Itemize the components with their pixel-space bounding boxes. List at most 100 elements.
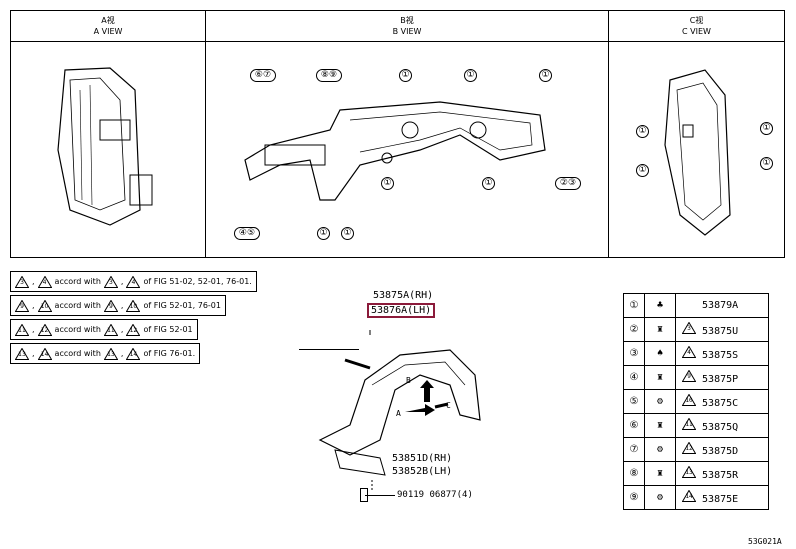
divider <box>608 10 609 258</box>
item-number: ⑥ <box>623 413 645 438</box>
screw-clip-icon: ♜ <box>644 413 676 438</box>
part-number: 53875P <box>702 374 739 385</box>
callout-6-7: ⑥⑦ <box>250 69 276 82</box>
warning-triangle-icon: 12 <box>37 323 52 336</box>
item-number: ④ <box>623 365 645 390</box>
callout-1: ① <box>317 227 330 240</box>
b-view-drawing <box>244 101 546 201</box>
warning-triangle-icon: 3 <box>15 275 29 288</box>
part-number-cell: 12 53875D <box>675 437 769 462</box>
triangle-number: 10 <box>129 302 138 310</box>
triangle-number: 11 <box>18 326 26 334</box>
warning-triangle-icon: 9 <box>15 299 29 312</box>
a-view-drawing <box>57 67 153 226</box>
part-number: 53875R <box>702 470 739 481</box>
warning-triangle-icon: 11 <box>15 323 29 336</box>
leader-line <box>299 349 359 350</box>
item-number: ① <box>623 293 645 318</box>
arrow-a-label: A <box>396 409 401 418</box>
legend-ref: of FIG 52-01, 76-01 <box>143 301 221 310</box>
callout-1: ① <box>636 164 649 177</box>
warning-triangle-icon: 10 <box>682 394 696 406</box>
triangle-number: 9 <box>108 302 113 310</box>
callout-1: ① <box>464 69 477 82</box>
legend-text: accord with <box>54 301 101 310</box>
item-number: ⑦ <box>623 437 645 462</box>
warning-triangle-icon: 14 <box>126 347 141 360</box>
warning-triangle-icon: 10 <box>126 299 141 312</box>
part-number-cell: 14 53875E <box>675 485 769 510</box>
bolt-label: 90119 06877(4) <box>397 490 473 500</box>
warning-triangle-icon: 9 <box>103 299 118 312</box>
item-number: ③ <box>623 341 645 366</box>
item-number: ② <box>623 317 645 342</box>
item-number: ⑧ <box>623 461 645 486</box>
item-number: ⑨ <box>623 485 645 510</box>
liner-lh-label-highlighted[interactable]: 53876A(LH) <box>367 303 436 318</box>
triangle-number: 10 <box>40 302 49 310</box>
triangle-number: 11 <box>107 326 115 334</box>
warning-triangle-icon: 9 <box>682 370 696 382</box>
legend-ref: of FIG 51-02, 52-01, 76-01. <box>143 277 252 286</box>
triangle-number: 13 <box>18 350 26 358</box>
callout-1: ① <box>482 177 495 190</box>
legend-ref: of FIG 52-01 <box>143 325 193 334</box>
screw-clip-icon: ♜ <box>644 461 676 486</box>
triangle-number: 4 <box>42 278 47 286</box>
part-number: 53875C <box>702 398 739 409</box>
part-number-cell: 10 53875C <box>675 389 769 414</box>
c-view-drawing <box>664 69 731 236</box>
callout-1: ① <box>381 177 394 190</box>
legend-text: accord with <box>54 349 101 358</box>
warning-triangle-icon: 12 <box>126 323 141 336</box>
warning-triangle-icon: 11 <box>103 323 118 336</box>
triangle-number: 12 <box>40 326 49 334</box>
triangle-number: 12 <box>685 445 693 452</box>
part-number-cell: 9 53875P <box>675 365 769 390</box>
triangle-number: 3 <box>108 278 113 286</box>
part-number: 53875S <box>702 350 739 361</box>
bolt-icon <box>360 488 368 502</box>
seal-lh-label: 53852B(LH) <box>392 466 453 477</box>
part-number: 53875U <box>702 326 739 337</box>
nut-icon: ⚙ <box>644 485 676 510</box>
table-row: ②♜3 53875U <box>623 317 769 342</box>
triangle-number: 14 <box>40 350 49 358</box>
liner-rh-label: 53875A(RH) <box>373 290 434 301</box>
triangle-number: 9 <box>20 302 24 310</box>
b-view-header: B视 B VIEW <box>205 10 609 42</box>
legend-text: accord with <box>54 277 101 286</box>
nut-icon: ⚙ <box>644 437 676 462</box>
triangle-number: 4 <box>687 349 691 356</box>
warning-triangle-icon: 4 <box>37 275 52 288</box>
callout-1: ① <box>539 69 552 82</box>
screw-clip-icon: ♜ <box>644 365 676 390</box>
triangle-number: 3 <box>687 325 691 332</box>
c-view-title-en: C VIEW <box>682 27 711 36</box>
table-row: ⑤⚙10 53875C <box>623 389 769 414</box>
fender-liner-drawing <box>318 330 481 490</box>
callout-1: ① <box>399 69 412 82</box>
arrow-c-label: C <box>446 401 451 410</box>
table-row: ⑨⚙14 53875E <box>623 485 769 510</box>
warning-triangle-icon: 11 <box>682 418 696 430</box>
seal-rh-label: 53851D(RH) <box>392 453 453 464</box>
c-view-title-cn: C视 <box>689 16 704 25</box>
part-number: 53875D <box>702 446 739 457</box>
callout-1: ① <box>636 125 649 138</box>
triangle-number: 4 <box>131 278 136 286</box>
triangle-number: 11 <box>685 421 693 428</box>
legend-ref: of FIG 76-01. <box>143 349 196 358</box>
table-row: ③♠4 53875S <box>623 341 769 366</box>
leader-line <box>365 495 395 496</box>
triangle-number: 9 <box>687 373 691 380</box>
table-row: ①♣ 53879A <box>623 293 769 318</box>
part-number: 53879A <box>702 300 739 311</box>
warning-triangle-icon: 14 <box>37 347 52 360</box>
divider <box>205 10 206 258</box>
arrow-b-label: B <box>406 376 411 385</box>
